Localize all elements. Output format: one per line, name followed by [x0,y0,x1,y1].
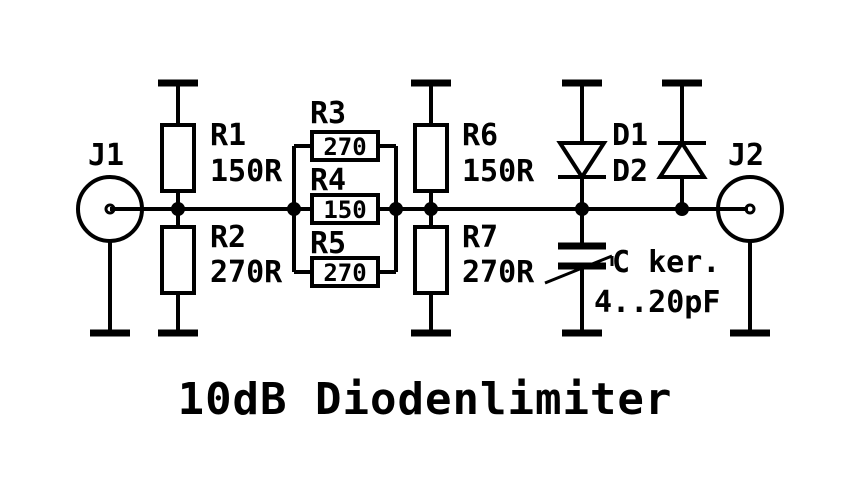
junction-dot [424,202,438,216]
resistor-r3 [310,130,380,162]
diagram-title: 10dB Diodenlimiter [178,374,673,425]
r4-value: 150 [323,196,366,224]
diode-d1 [556,79,608,209]
resistor-r1 [158,79,198,209]
capacitor-label: C ker. [612,245,720,280]
r4-label: R4 [310,163,346,198]
r2-label: R2 [210,220,246,255]
junction-dot [575,202,589,216]
resistor-r5 [310,256,380,288]
r6-label: R6 [462,118,498,153]
connector-j1 [76,175,144,337]
r1-label: R1 [210,118,246,153]
r5-label: R5 [310,226,346,261]
r7-label: R7 [462,220,498,255]
r2-value: 270R [210,255,283,290]
d2-label: D2 [612,154,648,189]
junction-dot [389,202,403,216]
diode-d2 [656,79,708,209]
junction-dot [675,202,689,216]
capacitor-value: 4..20pF [594,285,720,320]
resistor-r4 [310,193,380,225]
r3-label: R3 [310,96,346,131]
resistor-r7 [411,209,451,337]
junction-dot [287,202,301,216]
r3-value: 270 [323,133,366,161]
j2-label: J2 [728,138,764,173]
r5-value: 270 [323,259,366,287]
resistor-r6 [411,79,451,209]
j1-label: J1 [88,138,124,173]
d1-label: D1 [612,118,648,153]
resistor-r2 [158,209,198,337]
junction-dot [171,202,185,216]
r7-value: 270R [462,255,535,290]
r6-value: 150R [462,154,535,189]
r1-value: 150R [210,154,283,189]
connector-j2 [716,175,784,337]
